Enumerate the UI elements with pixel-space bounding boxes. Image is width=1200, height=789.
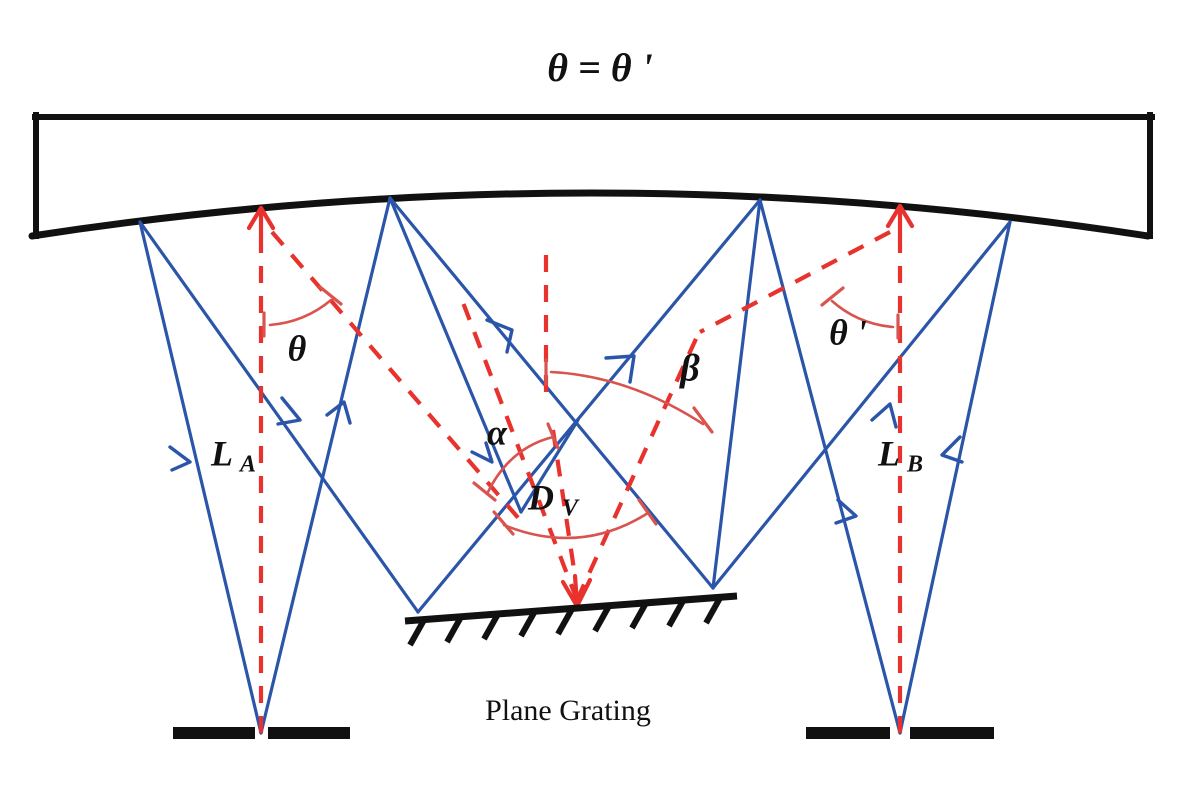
ray-cross-up-right [416, 198, 762, 614]
angle-arcs [262, 285, 900, 540]
ray-left-inner-arrowhead [276, 396, 302, 426]
arc-theta-prime [830, 299, 895, 329]
arc-deviation-tick-end [637, 498, 658, 526]
arc-theta-tick-end [318, 285, 343, 306]
label-lens-b-group: L B [877, 433, 923, 477]
label-theta: θ [288, 328, 307, 368]
ray-right-inner-arrowhead [870, 402, 898, 429]
slit-left-bar-right [268, 727, 350, 739]
surface-normals [246, 203, 915, 745]
ray-center-left-down [388, 196, 523, 514]
label-deviation: D [527, 477, 554, 517]
slit-right-bar-right [910, 727, 994, 739]
concave-mirror-arc [28, 189, 1152, 240]
slit-right-bar-left [806, 727, 890, 739]
arc-alpha [485, 435, 555, 496]
label-theta-prime: θ ' [829, 312, 867, 352]
blue-ray-bundle [138, 196, 1012, 735]
normal-beta-ray [575, 329, 702, 601]
arc-beta [549, 370, 705, 426]
entrance-slit [173, 727, 350, 739]
normal-center-lower [550, 429, 578, 577]
ray-right-center-down [711, 198, 762, 590]
normal-left-oblique [270, 230, 522, 522]
grating-hatch-marks [407, 596, 723, 647]
ray-right-outer [898, 220, 1012, 735]
plane-grating [404, 592, 738, 647]
label-lens-b: L [877, 433, 900, 473]
label-lens-a: L [210, 433, 233, 473]
label-lens-a-group: L A [210, 433, 256, 477]
ray-right-return-arrowhead [834, 498, 858, 525]
normal-left-arrowhead [246, 205, 276, 231]
ray-cross-up-left [388, 196, 715, 590]
arc-alpha-tick-start [546, 422, 560, 450]
normal-right-oblique [699, 230, 891, 334]
slit-left-bar-left [173, 727, 255, 739]
ray-center-left-arrowhead [470, 441, 494, 464]
ray-left-outer [138, 220, 263, 735]
arc-theta-prime-tick-end [820, 286, 845, 307]
caption-plane-grating: Plane Grating [485, 694, 651, 727]
normal-alpha-ray [460, 299, 579, 601]
ray-left-return [259, 196, 392, 735]
mirror-mount-frame [32, 112, 1155, 239]
arc-alpha-tick-end [472, 481, 497, 502]
arc-beta-tick-end [692, 406, 714, 434]
label-deviation-subscript: V [562, 496, 580, 522]
label-deviation-group: D V [527, 477, 580, 521]
ray-left-outer-arrowhead [168, 445, 192, 472]
normal-right-arrowhead [885, 203, 915, 229]
title-theta-equals-theta-prime: θ = θ ' [547, 45, 652, 90]
ray-right-inner [711, 220, 1012, 590]
ray-right-outer-arrowhead [940, 435, 964, 464]
label-lens-b-subscript: B [906, 452, 923, 478]
ray-left-return-arrowhead [325, 400, 352, 425]
label-alpha: α [487, 412, 508, 452]
ray-cross-up-left-arrowhead [485, 318, 514, 354]
arc-deviation-tick-start [492, 510, 515, 536]
ray-cross-up-right-arrowhead [604, 354, 636, 384]
arc-deviation [502, 511, 650, 540]
arc-theta [268, 298, 333, 327]
exit-slit [806, 727, 994, 739]
ray-left-inner [138, 220, 420, 614]
label-beta: β [678, 348, 700, 390]
ray-center-left-cross [519, 418, 580, 514]
label-lens-a-subscript: A [238, 452, 256, 478]
